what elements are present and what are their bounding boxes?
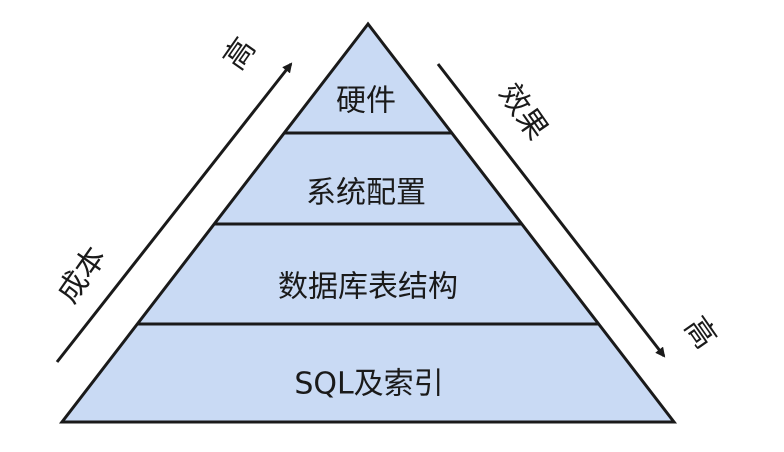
right-axis-label-effect: 效果 [491, 77, 554, 146]
layer-label-sql-index: SQL及索引 [294, 367, 443, 402]
left-arrow [55, 62, 293, 363]
layer-label-hardware: 硬件 [336, 84, 396, 119]
right-axis-label-high: 高 [677, 311, 723, 356]
left-axis-label-cost: 成本 [50, 240, 113, 309]
layer-label-system-config: 系统配置 [306, 176, 426, 211]
left-axis-label-high: 高 [217, 32, 263, 77]
right-arrow [436, 63, 666, 358]
layer-label-db-schema: 数据库表结构 [278, 270, 458, 305]
